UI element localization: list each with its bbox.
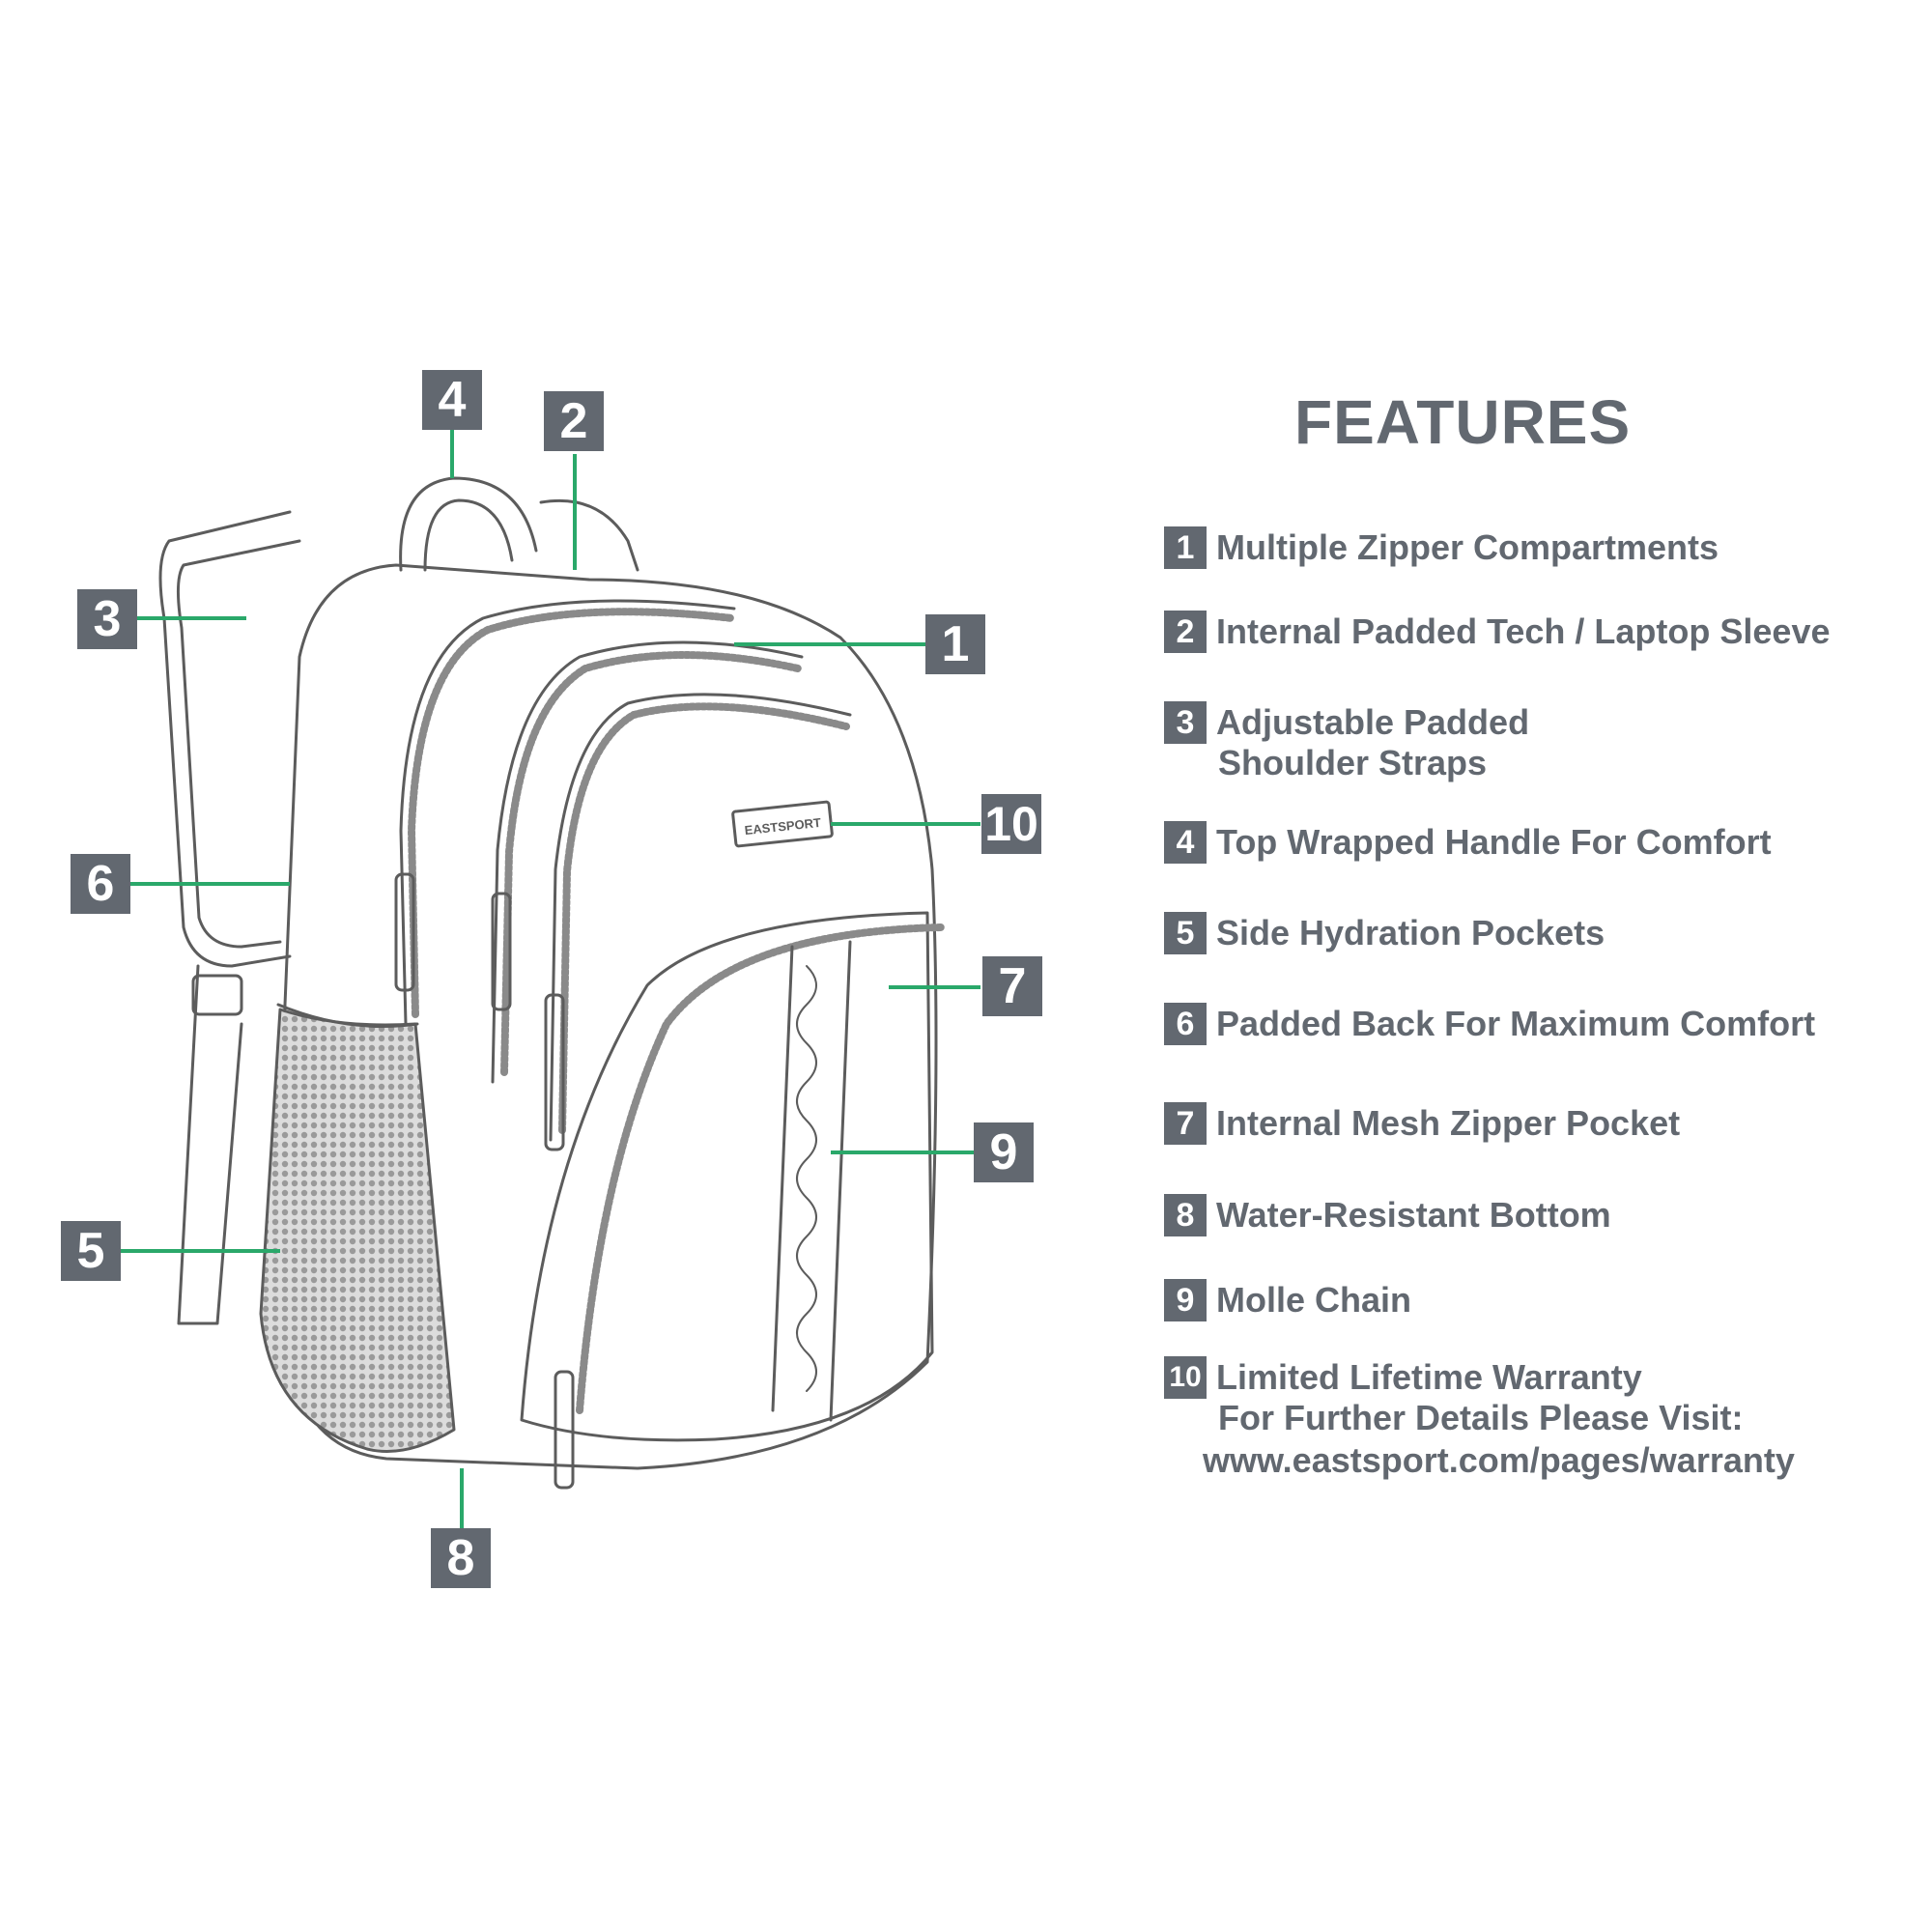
zipper-pull-icon bbox=[394, 872, 575, 1490]
front-pocket bbox=[520, 911, 934, 1442]
feature-text: Top Wrapped Handle For Comfort bbox=[1216, 822, 1772, 862]
feature-text: Limited Lifetime Warranty bbox=[1216, 1357, 1642, 1397]
feature-text: Padded Back For Maximum Comfort bbox=[1216, 1004, 1816, 1043]
zipper-compartment-middle bbox=[491, 640, 804, 1084]
feature-text: Adjustable Padded bbox=[1216, 702, 1530, 742]
callout-6: 6 bbox=[71, 854, 130, 914]
feature-number-badge: 10 bbox=[1164, 1356, 1207, 1399]
feature-number-badge: 9 bbox=[1164, 1279, 1207, 1321]
feature-number-badge: 5 bbox=[1164, 912, 1207, 954]
eastsport-logo-patch: EASTSPORT bbox=[731, 800, 834, 848]
feature-number-badge: 2 bbox=[1164, 611, 1207, 653]
molle-chain bbox=[771, 940, 852, 1422]
feature-number-badge: 7 bbox=[1164, 1102, 1207, 1145]
callout-10: 10 bbox=[981, 794, 1041, 854]
feature-number-badge: 1 bbox=[1164, 526, 1207, 569]
callout-4: 4 bbox=[422, 370, 482, 430]
feature-text: Molle Chain bbox=[1216, 1280, 1412, 1320]
callout-1: 1 bbox=[925, 614, 985, 674]
callout-8: 8 bbox=[431, 1528, 491, 1588]
feature-text: Multiple Zipper Compartments bbox=[1216, 527, 1719, 567]
feature-number-badge: 6 bbox=[1164, 1003, 1207, 1045]
feature-text: Water-Resistant Bottom bbox=[1216, 1195, 1611, 1235]
top-handle bbox=[399, 476, 538, 572]
callout-2: 2 bbox=[544, 391, 604, 451]
features-title: FEATURES bbox=[1294, 387, 1632, 457]
feature-text-line2: Shoulder Straps bbox=[1218, 743, 1488, 782]
feature-text: Internal Padded Tech / Laptop Sleeve bbox=[1216, 611, 1831, 651]
callout-7: 7 bbox=[982, 956, 1042, 1016]
feature-number-badge: 8 bbox=[1164, 1194, 1207, 1236]
callout-9: 9 bbox=[974, 1122, 1034, 1182]
feature-number-badge: 4 bbox=[1164, 821, 1207, 864]
feature-text: Internal Mesh Zipper Pocket bbox=[1216, 1103, 1681, 1143]
feature-text-line2: For Further Details Please Visit: bbox=[1218, 1398, 1744, 1437]
feature-number-badge: 3 bbox=[1164, 701, 1207, 744]
side-mesh-pocket bbox=[259, 1008, 456, 1453]
backpack-illustration: EASTSPORT bbox=[121, 430, 980, 1531]
zipper-compartment-outer bbox=[399, 599, 736, 1026]
zipper-compartment-inner bbox=[549, 693, 852, 1142]
feature-text: Side Hydration Pockets bbox=[1216, 913, 1605, 952]
callout-3: 3 bbox=[77, 589, 137, 649]
callout-5: 5 bbox=[61, 1221, 121, 1281]
warranty-url: www.eastsport.com/pages/warranty bbox=[1203, 1440, 1795, 1480]
